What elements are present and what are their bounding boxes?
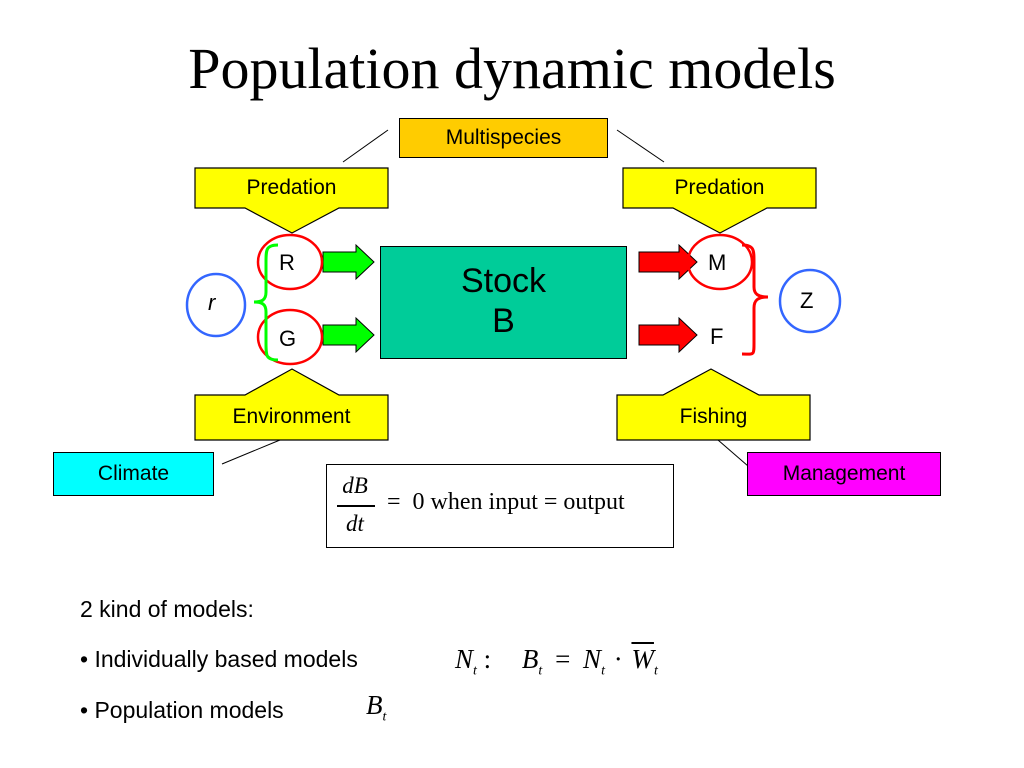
stock-label: Stock: [460, 262, 547, 300]
label-r: r: [208, 290, 216, 315]
red-brace: [741, 243, 769, 356]
eq-numerator: dB: [342, 473, 368, 498]
stock-box: Stock B: [380, 246, 627, 359]
formula-sub-4: t: [653, 663, 658, 679]
management-box: Management: [747, 452, 941, 496]
fishing-arrow: [616, 368, 811, 441]
formula-colon: :: [483, 644, 492, 674]
population-formula: Bt: [366, 690, 386, 725]
formula-dot: ·: [613, 644, 623, 674]
predation-right-arrow: [622, 167, 817, 234]
formula-sub-3: t: [601, 663, 605, 679]
circle-R: [256, 233, 324, 291]
environment-label: Environment: [232, 405, 351, 428]
label-M: M: [708, 250, 727, 275]
circle-M: [686, 233, 754, 291]
eq-denominator: dt: [346, 511, 364, 536]
circle-Z: [778, 268, 842, 334]
climate-box: Climate: [53, 452, 214, 496]
individual-formula: Nt : Bt = Nt · Wt: [455, 644, 658, 679]
environment-arrow: [194, 368, 389, 441]
formula-sub-2: t: [538, 663, 543, 679]
red-arrow-F: [638, 316, 698, 354]
eq-rest: = 0 when input = output: [387, 489, 625, 515]
formula-sub-1: t: [473, 663, 477, 679]
fishing-label: Fishing: [679, 405, 748, 428]
formula-B: B: [521, 644, 539, 674]
connector-multispecies-right: [616, 129, 665, 163]
green-arrow-R: [322, 243, 375, 281]
predation-left-arrow: [194, 167, 389, 234]
green-arrow-G: [322, 316, 375, 354]
pop-formula-sub: t: [382, 709, 387, 725]
formula-N-lhs: N: [455, 644, 474, 674]
equation-box: dB dt = 0 when input = output: [326, 464, 674, 548]
circle-r: [185, 272, 247, 338]
stock-symbol: B: [492, 302, 515, 340]
red-arrow-M: [638, 243, 698, 281]
formula-eq: =: [555, 644, 571, 674]
predation-right-label: Predation: [674, 176, 765, 199]
formula-W: W: [631, 644, 654, 674]
circle-G: [256, 308, 324, 366]
label-Z: Z: [800, 288, 814, 313]
models-heading: 2 kind of models:: [80, 596, 254, 622]
connector-management: [717, 439, 749, 467]
connector-climate: [221, 439, 281, 465]
models-population: • Population models: [80, 697, 284, 723]
connector-multispecies-left: [342, 129, 389, 163]
page-title: Population dynamic models: [188, 36, 836, 101]
pop-formula-B: B: [366, 690, 383, 720]
label-R: R: [279, 250, 295, 275]
models-individual: • Individually based models: [80, 646, 358, 672]
green-brace: [253, 243, 279, 362]
eq-fraction-bar: [337, 505, 375, 507]
label-F: F: [710, 324, 724, 349]
multispecies-box: Multispecies: [399, 118, 608, 158]
label-G: G: [279, 326, 297, 351]
formula-N: N: [583, 644, 602, 674]
predation-left-label: Predation: [246, 176, 337, 199]
